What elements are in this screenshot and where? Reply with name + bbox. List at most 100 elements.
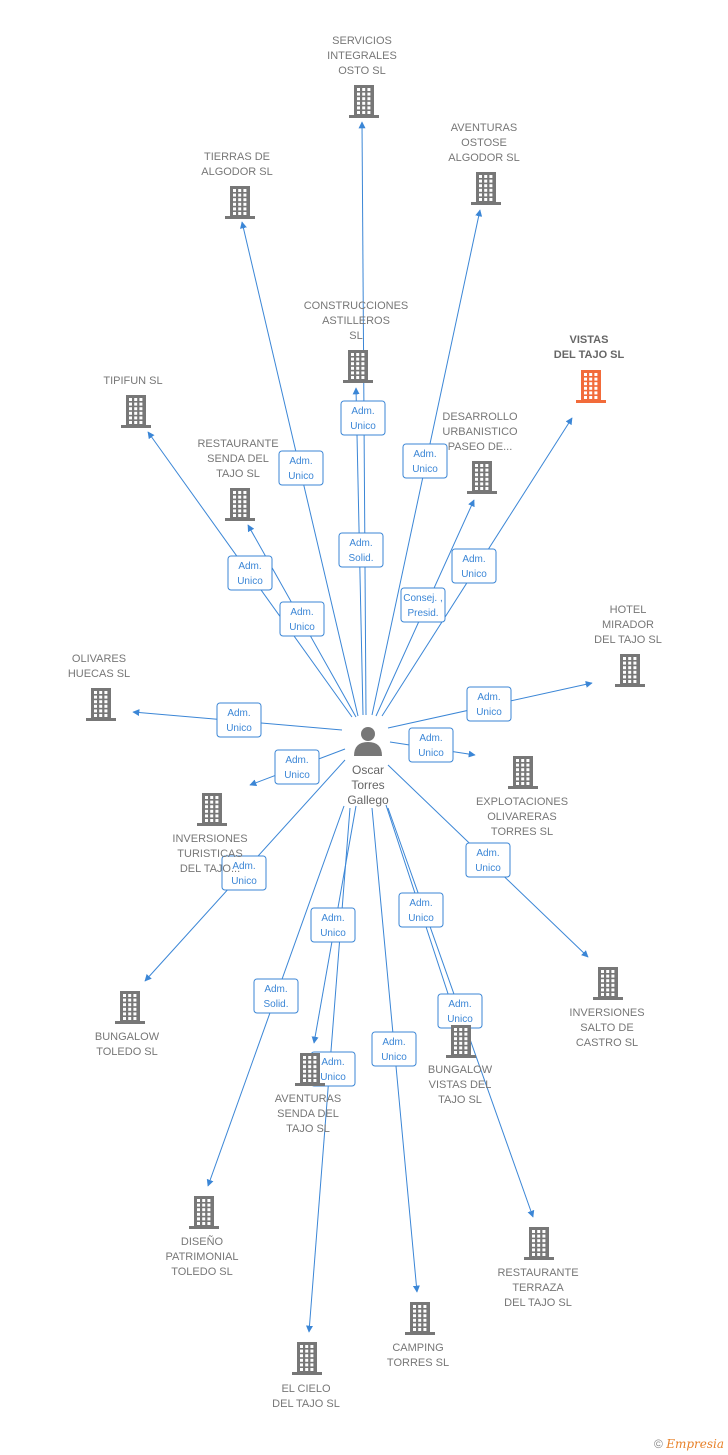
node-label-line: TAJO SL xyxy=(286,1123,330,1135)
edge-label-line: Adm. xyxy=(321,1057,344,1068)
edge-label-line: Unico xyxy=(231,876,257,887)
node-label-line: TERRAZA xyxy=(512,1282,564,1294)
edge-label-tierras-de-algodor[interactable]: Adm.Unico xyxy=(278,450,324,486)
edge-label-line: Adm. xyxy=(419,733,442,744)
edge-label-el-cielo-del-tajo[interactable]: Adm.Unico xyxy=(310,1051,356,1087)
building-icon xyxy=(189,1196,219,1229)
building-icon xyxy=(349,85,379,118)
edge-label-servicios-integrales-osto[interactable]: Adm.Solid. xyxy=(338,532,384,568)
node-label-line: AVENTURAS xyxy=(275,1093,341,1105)
edge-label-restaurante-senda[interactable]: Adm.Unico xyxy=(279,601,325,637)
node-label-line: TAJO SL xyxy=(438,1094,482,1106)
node-olivares-huecas[interactable]: OLIVARES HUECAS SL xyxy=(68,653,130,721)
building-icon xyxy=(86,688,116,721)
edge-label-inversiones-turisticas[interactable]: Adm.Unico xyxy=(274,749,320,785)
edge-label-line: Unico xyxy=(447,1014,473,1025)
edge-label-diseno-patrimonial[interactable]: Adm.Solid. xyxy=(253,978,299,1014)
building-icon xyxy=(615,654,645,687)
edge-label-desarrollo-urbanistico[interactable]: Consej. ,Presid. xyxy=(400,587,446,623)
node-tipifun[interactable]: TIPIFUN SL xyxy=(103,375,163,428)
edge-label-line: Adm. xyxy=(477,692,500,703)
node-label-line: PASEO DE... xyxy=(448,441,513,453)
node-bungalow-vistas[interactable]: BUNGALOW VISTAS DEL TAJO SL xyxy=(428,1025,493,1106)
node-label-line: OLIVARES xyxy=(72,653,126,665)
edge-label-explotaciones-olivareras[interactable]: Adm.Unico xyxy=(408,727,454,763)
edge-label-line: Adm. xyxy=(238,561,261,572)
node-label-line: INVERSIONES xyxy=(569,1007,644,1019)
edge-label-line: Adm. xyxy=(285,755,308,766)
building-icon xyxy=(343,350,373,383)
edge-label-line: Adm. xyxy=(476,848,499,859)
node-label-line: INVERSIONES xyxy=(172,833,247,845)
edge-label-hotel-mirador[interactable]: Adm.Unico xyxy=(466,686,512,722)
node-label-line: CONSTRUCCIONES xyxy=(304,300,409,312)
edge-label-aventuras-senda[interactable]: Adm.Unico xyxy=(310,907,356,943)
node-label-line: OSTOSE xyxy=(461,137,507,149)
node-label-line: EL CIELO xyxy=(281,1383,331,1395)
building-icon xyxy=(524,1227,554,1260)
node-label-line: DESARROLLO xyxy=(442,411,518,423)
node-label-line: BUNGALOW xyxy=(428,1064,493,1076)
edge-label-line: Adm. xyxy=(351,406,374,417)
person-name-line: Oscar xyxy=(352,763,384,777)
edge-label-camping-torres[interactable]: Adm.Unico xyxy=(371,1031,417,1067)
node-label-line: RESTAURANTE xyxy=(497,1267,578,1279)
edge-label-bungalow-vistas[interactable]: Adm.Unico xyxy=(398,892,444,928)
edge-label-line: Adm. xyxy=(448,999,471,1010)
edge-label-line: Adm. xyxy=(349,538,372,549)
edge-label-line: Adm. xyxy=(232,861,255,872)
edge-label-bungalow-toledo[interactable]: Adm. Unico xyxy=(221,855,267,891)
node-label-line: OSTO SL xyxy=(338,65,385,77)
edge-label-line: Unico xyxy=(461,569,487,580)
edge-label-construcciones-astilleros[interactable]: Adm.Unico xyxy=(340,400,386,436)
edge-label-aventuras-ostose-algodor[interactable]: Adm.Unico xyxy=(402,443,448,479)
node-label-line: CAMPING xyxy=(392,1342,443,1354)
node-label-line: TIERRAS DE xyxy=(204,151,270,163)
building-icon xyxy=(405,1302,435,1335)
edge-label-line: Unico xyxy=(381,1052,407,1063)
edge-label-line: Adm. xyxy=(227,708,250,719)
edge-label-line: Adm. xyxy=(321,913,344,924)
node-label-line: VISTAS DEL xyxy=(429,1079,492,1091)
node-label-line: TOLEDO SL xyxy=(171,1266,233,1278)
node-label-line: DEL TAJO SL xyxy=(504,1297,572,1309)
node-restaurante-terraza[interactable]: RESTAURANTE TERRAZA DEL TAJO SL xyxy=(497,1227,579,1309)
node-label-line: TOLEDO SL xyxy=(96,1046,158,1058)
edge-label-vistas-del-tajo[interactable]: Adm.Unico xyxy=(451,548,497,584)
building-icon xyxy=(115,991,145,1024)
edge-label-restaurante-terraza[interactable]: Adm. Unico xyxy=(437,993,483,1029)
edge-label-line: Unico xyxy=(226,723,252,734)
node-label-line: DEL TAJO SL xyxy=(594,634,662,646)
node-label-line: OLIVARERAS xyxy=(487,811,557,823)
node-label-line: DEL TAJO... xyxy=(180,863,240,875)
edge-labels-layer: Adm.Solid.Adm.UnicoAdm.UnicoAdm.UnicoAdm… xyxy=(216,400,512,1087)
edge-label-line: Unico xyxy=(408,913,434,924)
edge-label-olivares-huecas[interactable]: Adm. Unico xyxy=(216,702,262,738)
edge-label-inversiones-salto[interactable]: Adm.Unico xyxy=(465,842,511,878)
edge-label-tipifun[interactable]: Adm.Unico xyxy=(227,555,273,591)
footer-brand: © Empresia xyxy=(654,1437,724,1451)
node-label-line: HUECAS SL xyxy=(68,668,130,680)
node-label-line: ALGODOR SL xyxy=(448,152,520,164)
edge-label-line: Consej. , xyxy=(403,593,442,604)
node-label-line: VISTAS xyxy=(570,334,609,346)
node-label-line: SERVICIOS xyxy=(332,35,392,47)
